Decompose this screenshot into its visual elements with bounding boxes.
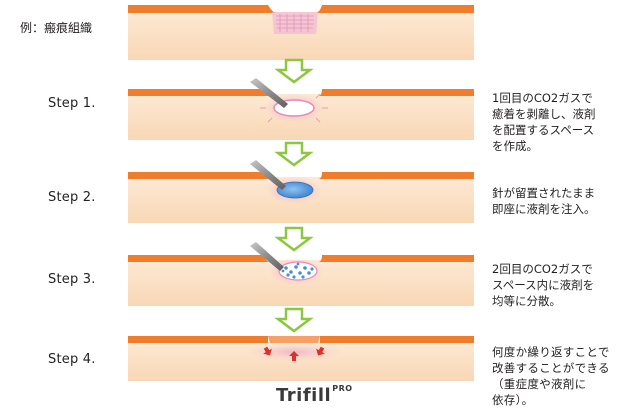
step4-label: Step 4. bbox=[48, 352, 96, 367]
fluid-droplets bbox=[281, 262, 314, 279]
step2-panel bbox=[128, 160, 474, 223]
step4-description: 何度か繰り返すことで 改善することができる （重症度や液剤に 依存）。 bbox=[492, 345, 610, 407]
needle-icon bbox=[250, 242, 284, 271]
arrow-down-icon bbox=[274, 141, 314, 167]
arrow-down-icon bbox=[274, 58, 314, 84]
step3-description: 2回目のCO2ガスで スペース内に液剤を 均等に分散。 bbox=[492, 262, 595, 308]
step4-panel bbox=[128, 336, 474, 381]
step2-label: Step 2. bbox=[48, 190, 96, 205]
up-arrow-icon bbox=[316, 346, 325, 356]
needle-icon bbox=[250, 78, 288, 108]
step3-panel bbox=[128, 242, 474, 306]
step1-label: Step 1. bbox=[48, 96, 96, 111]
up-arrow-icon bbox=[289, 351, 299, 361]
example-label: 例：瘢痕組織 bbox=[20, 21, 93, 35]
needle-icon bbox=[250, 160, 286, 190]
step2-description: 針が留置されたまま 即座に液剤を注入。 bbox=[492, 186, 596, 216]
step1-description: 1回目のCO2ガスで 癒着を剥離し、液剤 を配置するスペース を作成。 bbox=[492, 91, 596, 153]
arrow-down-icon bbox=[274, 226, 314, 252]
scar-tissue-panel bbox=[128, 5, 474, 60]
logo-text: Trifill bbox=[276, 385, 332, 406]
up-arrow-icon bbox=[263, 346, 272, 356]
trifill-pro-logo: TrifillPRO bbox=[276, 384, 353, 406]
step1-panel bbox=[128, 78, 474, 140]
arrow-down-icon bbox=[274, 307, 314, 333]
logo-suffix: PRO bbox=[332, 384, 353, 393]
step3-label: Step 3. bbox=[48, 272, 96, 287]
